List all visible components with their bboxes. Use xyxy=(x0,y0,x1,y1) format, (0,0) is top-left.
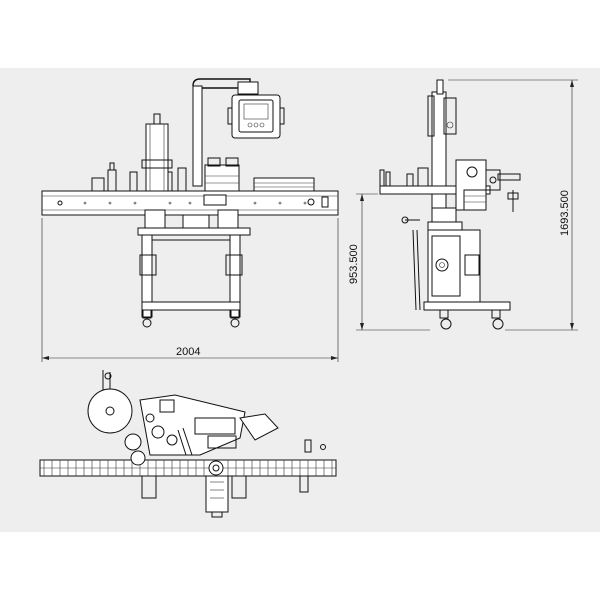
front-view: 2004 xyxy=(41,78,339,362)
side-base xyxy=(423,301,511,311)
top-view xyxy=(39,370,337,518)
dimension-height-table: 953.500 xyxy=(348,193,430,331)
vertical-post xyxy=(192,85,203,187)
side-cabinet xyxy=(427,229,481,303)
conveyor-guide xyxy=(253,177,315,192)
dimension-width-text: 2004 xyxy=(176,346,200,358)
top-labeler-body xyxy=(139,394,246,456)
side-view: 953.500 1693.500 xyxy=(348,79,578,331)
labeler-head xyxy=(204,164,240,192)
dimension-height-table-text: 953.500 xyxy=(348,244,360,284)
casters-side xyxy=(439,309,504,330)
side-labeler xyxy=(455,159,487,211)
front-rail xyxy=(41,190,339,216)
table-top xyxy=(137,227,251,236)
drawing-sheet xyxy=(0,68,600,532)
rail-knob-right xyxy=(307,198,315,206)
display-arm xyxy=(192,78,251,89)
dimension-height-total: 1693.500 xyxy=(448,79,578,331)
dimension-height-total-text: 1693.500 xyxy=(559,190,571,236)
drive-unit xyxy=(205,475,229,513)
dimension-width: 2004 xyxy=(41,218,339,362)
drive-wheel xyxy=(208,460,224,476)
label-reel xyxy=(87,388,133,434)
rail-knob-left xyxy=(57,200,63,206)
label-head-column xyxy=(145,123,169,192)
cabinet-panel xyxy=(151,239,231,303)
casters-front xyxy=(142,309,240,328)
rail-holes xyxy=(83,201,307,205)
